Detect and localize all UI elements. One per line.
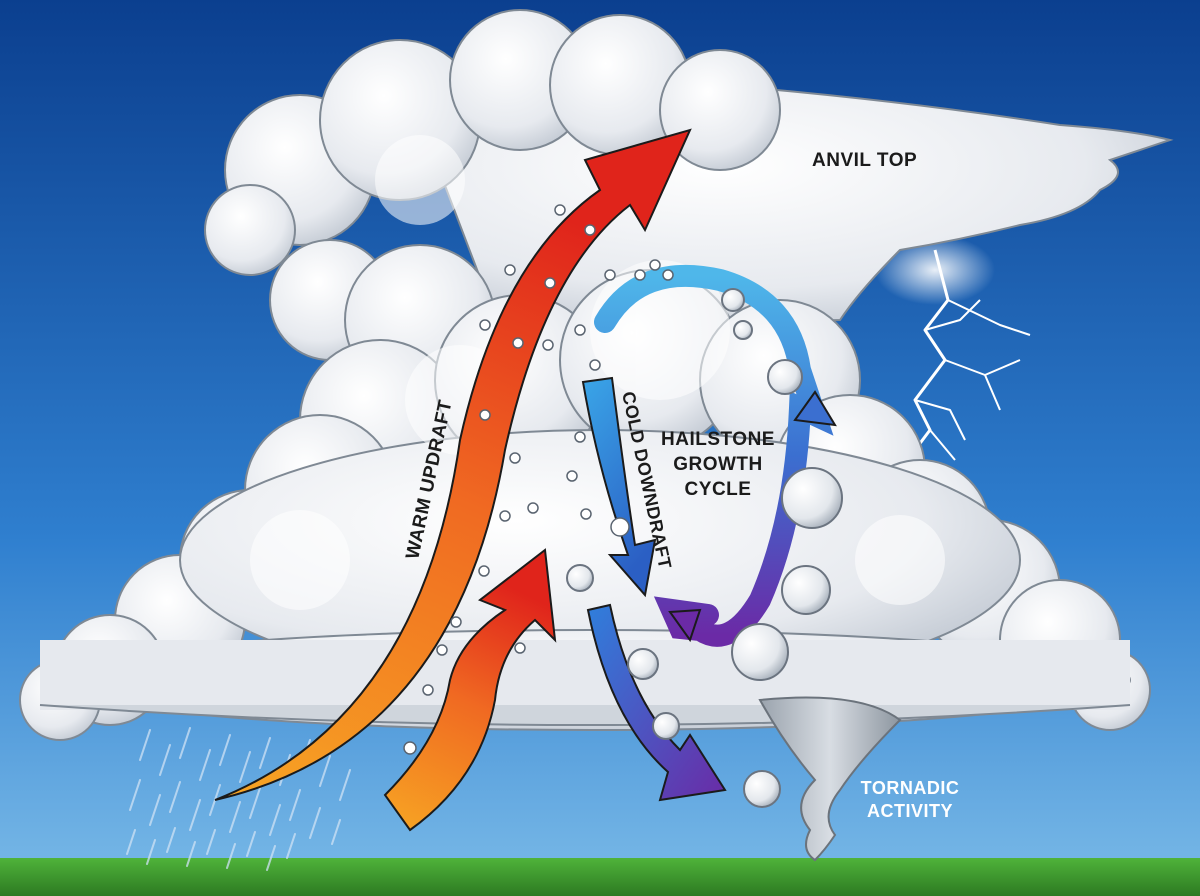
tornadic-label-line1: TORNADIC	[861, 778, 960, 798]
cycle-up-arrowhead	[793, 390, 837, 427]
ground	[0, 858, 1200, 896]
hailstone-growth-cycle-label: HAILSTONE GROWTH CYCLE	[661, 429, 775, 500]
hailstone-label-line3: CYCLE	[685, 479, 752, 500]
rain-streaks	[126, 727, 351, 871]
cold-downdraft-arrow	[581, 376, 657, 598]
tornadic-label-line2: ACTIVITY	[867, 801, 953, 821]
hailstone-label-line1: HAILSTONE	[661, 429, 775, 450]
hailstone-label-line2: GROWTH	[673, 454, 763, 475]
anvil-top-label: ANVIL TOP	[812, 150, 917, 171]
cloud-base	[40, 640, 1130, 710]
hailstone-cycle-loop	[594, 264, 834, 647]
ice-particles	[403, 204, 674, 755]
cycle-left-arrowhead	[668, 608, 702, 643]
tornado-funnel	[758, 696, 902, 862]
tornadic-activity-label: TORNADIC ACTIVITY	[861, 778, 960, 821]
warm-updraft-arrow	[214, 128, 692, 801]
secondary-updraft-arrow	[383, 548, 557, 832]
hailstones	[566, 288, 843, 808]
lower-downdraft-arrow	[586, 603, 727, 802]
